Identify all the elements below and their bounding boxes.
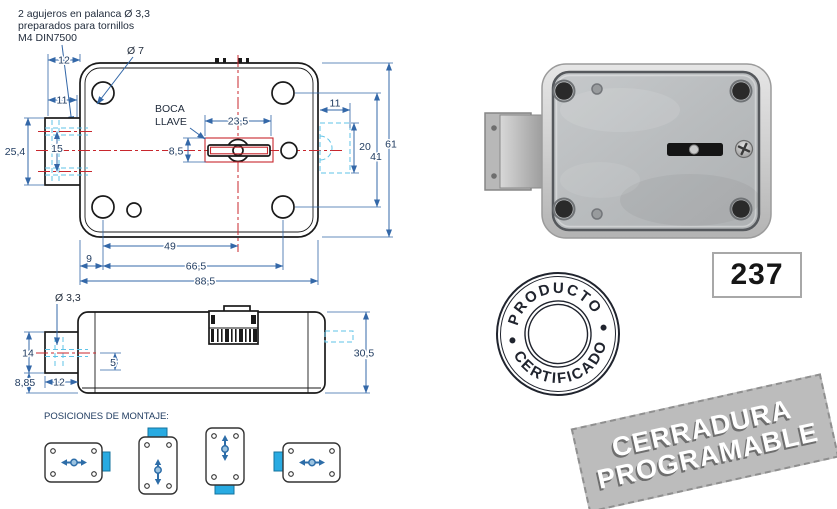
photo-hole-ring bbox=[729, 79, 753, 103]
photo-face-plate bbox=[551, 70, 761, 232]
leader-line bbox=[189, 127, 206, 140]
hidden-arc bbox=[319, 135, 333, 161]
label-dia-7: Ø 7 bbox=[127, 45, 144, 57]
ext-line bbox=[24, 117, 44, 186]
dim-23-5: 23,5 bbox=[228, 116, 249, 128]
lock-photo bbox=[484, 63, 772, 239]
dim-20: 20 bbox=[359, 141, 371, 153]
leader-line bbox=[96, 56, 134, 105]
photo-hole-ring bbox=[552, 197, 576, 221]
mount-position-bolt-up bbox=[138, 427, 178, 495]
dim-30-5: 30,5 bbox=[354, 348, 375, 360]
mount-hole bbox=[271, 195, 295, 219]
photo-mottle bbox=[560, 88, 680, 132]
stamp-inner-ring bbox=[524, 300, 592, 368]
photo-keyhole-pin bbox=[688, 144, 700, 155]
photo-corner-hole bbox=[555, 82, 573, 100]
photo-small-hole bbox=[591, 83, 603, 95]
dim-61: 61 bbox=[385, 139, 397, 151]
stamp-group: PRODUCTO CERTIFICADO bbox=[496, 272, 620, 396]
mount-position-bolt-down bbox=[205, 427, 245, 495]
label-dia-3-3: Ø 3,3 bbox=[55, 292, 81, 304]
stamp-outer-ring2 bbox=[500, 276, 616, 392]
body-side bbox=[77, 311, 326, 394]
front-view: 12 11 25,4 15 Ø 7 BOCA LLAVE 23,5 bbox=[3, 44, 398, 290]
technical-drawing: 2 agujeros en palanca Ø 3,3 preparados p… bbox=[3, 7, 398, 495]
dim-8-85: 8,85 bbox=[15, 377, 36, 389]
dim-12: 12 bbox=[58, 55, 70, 67]
dim-49: 49 bbox=[164, 241, 176, 253]
dim-8-5: 8,5 bbox=[169, 146, 184, 158]
small-hole bbox=[126, 202, 142, 218]
certified-stamp: PRODUCTO CERTIFICADO bbox=[496, 272, 620, 396]
bolt-hole-centerlines bbox=[38, 131, 92, 172]
photo-mottle bbox=[560, 162, 640, 198]
mount-position-bolt-left bbox=[273, 442, 341, 483]
dim-41: 41 bbox=[370, 151, 382, 163]
ext-line bbox=[322, 62, 393, 238]
photo-small-hole bbox=[591, 208, 603, 220]
photo-mottle bbox=[620, 174, 760, 226]
photo-hole-ring bbox=[729, 197, 753, 221]
side-hidden-right bbox=[324, 330, 354, 343]
keyhole-glyph bbox=[221, 435, 229, 461]
mount-hole bbox=[271, 81, 295, 105]
top-tick bbox=[215, 58, 219, 63]
dim-14: 14 bbox=[22, 348, 34, 360]
positions-title: POSICIONES DE MONTAJE: bbox=[44, 411, 169, 422]
phillips-screw bbox=[280, 141, 298, 160]
top-tick bbox=[246, 58, 249, 63]
dim-66-5: 66,5 bbox=[186, 261, 207, 273]
hidden-backplate bbox=[319, 122, 351, 174]
dim-11-left: 11 bbox=[57, 95, 68, 107]
note-line1: 2 agujeros en palanca Ø 3,3 bbox=[18, 8, 150, 20]
note-line2: preparados para tornillos bbox=[18, 20, 134, 32]
side-view: Ø 3,3 14 5 8,85 12 30,5 bbox=[13, 291, 376, 394]
dim-25-4: 25,4 bbox=[5, 146, 26, 158]
ext-line bbox=[351, 122, 359, 174]
wheel-hatch bbox=[211, 315, 257, 342]
note-holes-lever: 2 agujeros en palanca Ø 3,3 preparados p… bbox=[17, 7, 152, 125]
stamp-dot-right bbox=[600, 324, 607, 331]
stamp-inner-ring2 bbox=[527, 303, 589, 365]
label-llave: LLAVE bbox=[155, 116, 187, 128]
keyhole-glyph bbox=[154, 459, 162, 485]
photo-plate-hole bbox=[491, 173, 497, 179]
top-tick bbox=[223, 58, 226, 63]
model-number: 237 bbox=[730, 258, 784, 291]
dim-9: 9 bbox=[86, 253, 92, 265]
keyhole bbox=[204, 137, 274, 163]
photo-screw bbox=[734, 139, 754, 159]
keyhole-glyph bbox=[61, 458, 87, 467]
model-badge: 237 bbox=[712, 252, 802, 298]
top-tick bbox=[238, 58, 242, 63]
photo-corner-hole bbox=[732, 200, 750, 218]
photo-face-highlight bbox=[555, 74, 757, 228]
note-line3: M4 DIN7500 bbox=[18, 32, 77, 44]
stamp-outer-ring bbox=[496, 272, 620, 396]
mount-hole bbox=[91, 195, 115, 219]
photo-corner-hole bbox=[732, 82, 750, 100]
photo-plate-hole bbox=[491, 125, 497, 131]
dim-88-5: 88,5 bbox=[195, 276, 216, 288]
mount-position-bolt-right bbox=[44, 442, 111, 483]
ext-line bbox=[295, 92, 381, 208]
product-photo bbox=[484, 63, 772, 239]
mounting-positions: POSICIONES DE MONTAJE: bbox=[44, 411, 341, 495]
dim-5: 5 bbox=[110, 357, 116, 369]
dim-12-side: 12 bbox=[53, 377, 65, 389]
label-boca: BOCA bbox=[155, 103, 185, 115]
dim-15: 15 bbox=[51, 143, 63, 155]
dim-11-right: 11 bbox=[330, 98, 341, 110]
photo-corner-hole bbox=[555, 200, 573, 218]
stamp-dot-left bbox=[509, 337, 516, 344]
keyhole-glyph bbox=[299, 458, 325, 467]
photo-hole-ring bbox=[552, 79, 576, 103]
bolt-outline bbox=[44, 117, 82, 186]
